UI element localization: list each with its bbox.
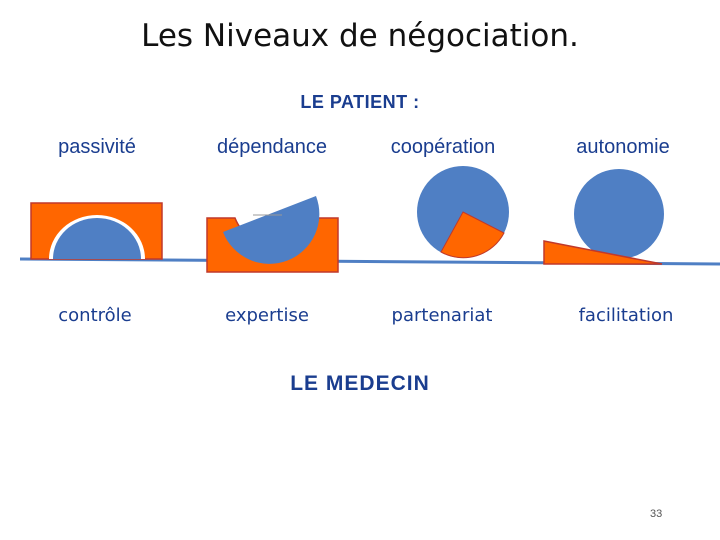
- medecin-level-facilitation: facilitation: [579, 305, 674, 326]
- medecin-level-expertise: expertise: [225, 305, 309, 326]
- medecin-heading: LE MEDECIN: [0, 372, 720, 396]
- medecin-level-partenariat: partenariat: [392, 305, 493, 326]
- patient-shape-autonomie: [574, 169, 664, 259]
- figure-passivite-controle: [31, 203, 162, 259]
- figure-dependance-expertise: [207, 196, 338, 272]
- figure-autonomie-facilitation: [544, 169, 664, 264]
- page-number: 33: [650, 508, 662, 520]
- medecin-level-controle: contrôle: [58, 305, 131, 326]
- figure-cooperation-partenariat: [417, 166, 509, 258]
